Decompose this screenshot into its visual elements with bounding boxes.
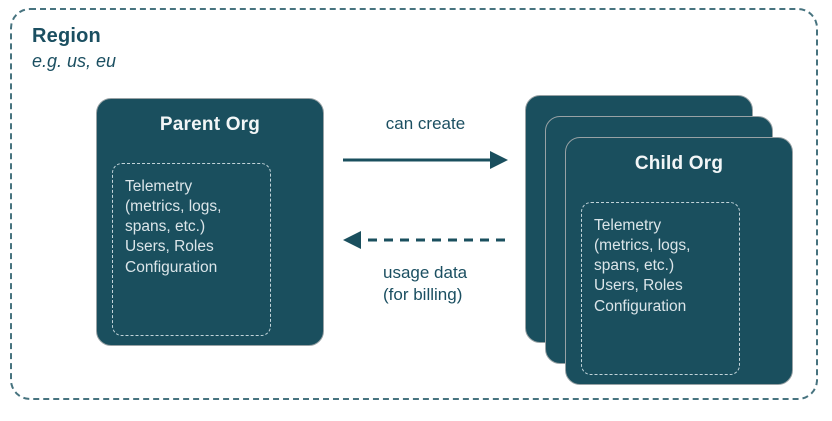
parent-org-box: Parent Org Telemetry (metrics, logs, spa… bbox=[96, 98, 324, 346]
usage-data-label: usage data (for billing) bbox=[383, 263, 468, 305]
child-org-box: Child Org Telemetry (metrics, logs, span… bbox=[565, 137, 793, 385]
region-subtitle: e.g. us, eu bbox=[32, 51, 117, 71]
can-create-label: can create bbox=[385, 114, 466, 133]
region-container: Region e.g. us, eu bbox=[10, 8, 818, 400]
parent-org-contents: Telemetry (metrics, logs, spans, etc.) U… bbox=[125, 178, 222, 276]
child-org-title: Child Org bbox=[634, 153, 724, 174]
parent-org-title: Parent Org bbox=[159, 114, 261, 135]
child-org-contents-box: Telemetry (metrics, logs, spans, etc.) U… bbox=[581, 202, 740, 375]
child-org-contents: Telemetry (metrics, logs, spans, etc.) U… bbox=[594, 217, 691, 315]
parent-org-contents-box: Telemetry (metrics, logs, spans, etc.) U… bbox=[112, 163, 271, 336]
region-title: Region bbox=[32, 25, 101, 47]
